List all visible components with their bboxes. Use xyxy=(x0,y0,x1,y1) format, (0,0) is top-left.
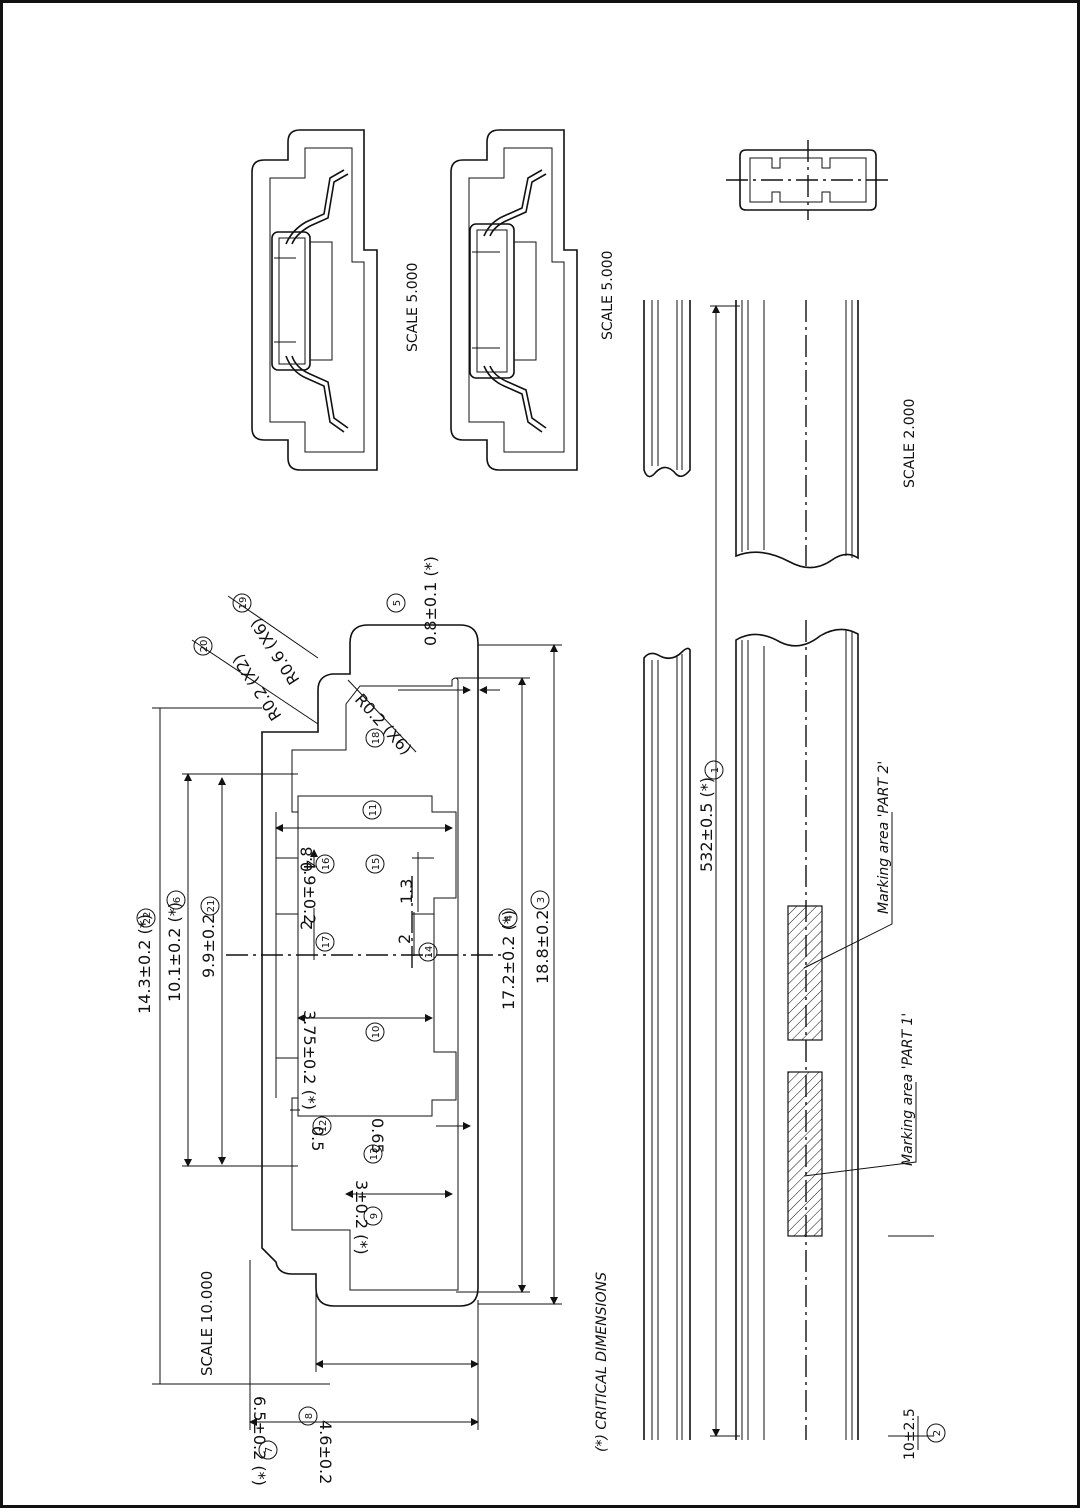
svg-text:7: 7 xyxy=(264,1447,275,1453)
svg-text:17: 17 xyxy=(321,936,332,949)
svg-text:2: 2 xyxy=(932,1430,943,1436)
balloon-12: 12 xyxy=(312,1116,332,1136)
dim-16: 0.8 xyxy=(297,847,316,872)
cross-section-profile xyxy=(226,624,504,1307)
balloon-15: 15 xyxy=(365,854,385,874)
scale-label-section: SCALE 10.000 xyxy=(198,1271,216,1376)
svg-text:13: 13 xyxy=(369,1148,380,1161)
balloon-5: 5 xyxy=(386,593,406,613)
balloon-2: 2 xyxy=(926,1423,946,1443)
scale-label-upper: SCALE 5.000 xyxy=(405,263,421,352)
dim-3: 18.8±0.2 xyxy=(533,910,552,984)
marking-area-part2 xyxy=(787,905,823,1041)
balloon-8: 8 xyxy=(298,1406,318,1426)
balloon-11: 11 xyxy=(362,800,382,820)
balloon-13: 13 xyxy=(363,1144,383,1164)
marking-label-part2: Marking area 'PART 2' xyxy=(876,761,892,914)
marking-area-part1 xyxy=(787,1071,823,1237)
profile-view-upper xyxy=(251,129,378,471)
balloon-16: 16 xyxy=(315,854,335,874)
dim-8: 4.6±0.2 xyxy=(316,1420,335,1484)
svg-text:5: 5 xyxy=(392,600,403,606)
dim-18: R0.2 (X6) xyxy=(351,690,415,759)
svg-text:3: 3 xyxy=(536,897,547,903)
balloon-14: 14 xyxy=(418,942,438,962)
balloon-18: 18 xyxy=(365,728,385,748)
svg-text:21: 21 xyxy=(206,900,217,913)
balloon-4: 4 xyxy=(498,908,518,928)
dim-4: 17.2±0.2 (*) xyxy=(499,910,518,1010)
dim-12: 0.5 xyxy=(308,1126,327,1151)
balloon-22: 22 xyxy=(136,908,156,928)
dim-7: 6.5±0.2 (*) xyxy=(250,1396,269,1486)
critical-dimensions-note: (*) CRITICAL DIMENSIONS xyxy=(594,1272,610,1452)
svg-text:4: 4 xyxy=(504,915,515,921)
dim-11: 4.9±0.2 xyxy=(300,860,319,924)
marking-label-part1: Marking area 'PART 1' xyxy=(900,1013,916,1166)
svg-text:20: 20 xyxy=(199,640,210,653)
balloon-1: 1 xyxy=(704,760,724,780)
dim-21: 9.9±0.2 xyxy=(199,914,218,978)
profile-view-lower xyxy=(450,129,578,471)
dim-1: 532±0.5 (*) xyxy=(697,777,716,872)
svg-text:16: 16 xyxy=(321,858,332,871)
svg-text:19: 19 xyxy=(238,597,249,610)
reference-balloons: 22 6 21 4 3 5 19 20 18 11 16 15 17 14 10… xyxy=(136,593,946,1460)
balloon-3: 3 xyxy=(530,890,550,910)
svg-text:15: 15 xyxy=(371,858,382,871)
scale-label-tube: SCALE 2.000 xyxy=(902,399,918,488)
dim-5: 0.8±0.1 (*) xyxy=(421,556,440,646)
dim-17: 2 xyxy=(297,920,316,930)
svg-text:22: 22 xyxy=(142,912,153,925)
dim-6: 10.1±0.2 (*) xyxy=(165,902,184,1002)
svg-text:8: 8 xyxy=(304,1413,315,1419)
balloon-19: 19 xyxy=(232,593,252,613)
svg-text:10: 10 xyxy=(371,1026,382,1039)
balloon-7: 7 xyxy=(258,1440,278,1460)
svg-text:11: 11 xyxy=(368,804,379,817)
dim-14: 2 xyxy=(395,934,414,944)
dim-15: 1.3 xyxy=(397,879,416,904)
cross-section-dimensions xyxy=(152,595,562,1430)
svg-text:14: 14 xyxy=(424,946,435,959)
balloon-10: 10 xyxy=(365,1022,385,1042)
dim-9: 3±0.2 (*) xyxy=(352,1180,371,1255)
dim-2: 10±2.5 xyxy=(902,1408,918,1460)
dim-10: 3.75±0.2 (*) xyxy=(300,1010,319,1110)
balloon-17: 17 xyxy=(315,932,335,952)
balloon-21: 21 xyxy=(200,896,220,916)
tube-long-view xyxy=(643,300,934,1450)
svg-text:12: 12 xyxy=(318,1120,329,1133)
tube-end-view xyxy=(726,140,892,220)
balloon-20: 20 xyxy=(193,636,213,656)
svg-text:9: 9 xyxy=(369,1213,380,1219)
dim-22: 14.3±0.2 (*) xyxy=(135,914,154,1014)
scale-label-lower: SCALE 5.000 xyxy=(600,251,616,340)
balloon-9: 9 xyxy=(363,1206,383,1226)
svg-text:18: 18 xyxy=(371,732,382,745)
balloon-6: 6 xyxy=(166,890,186,910)
svg-text:6: 6 xyxy=(172,897,183,903)
